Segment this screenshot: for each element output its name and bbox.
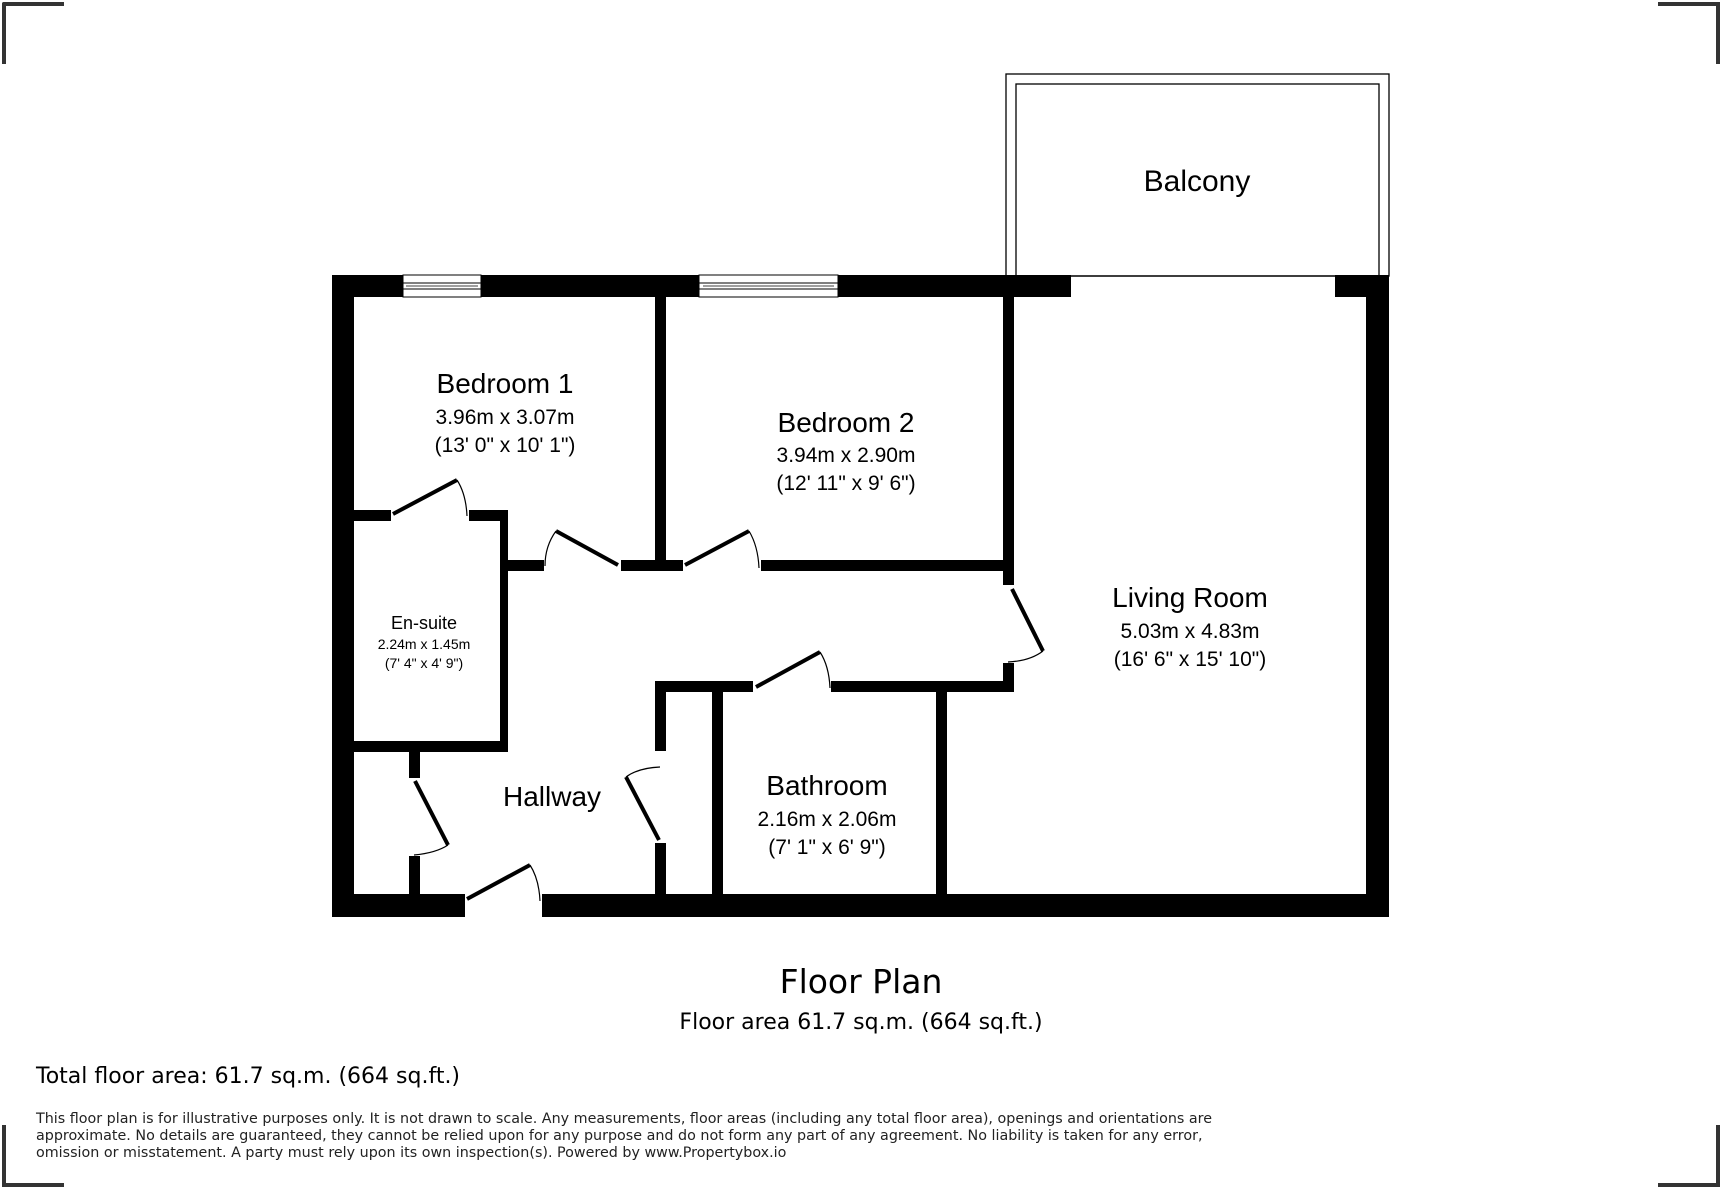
svg-text:(12' 11" x 9' 6"): (12' 11" x 9' 6") <box>776 472 915 495</box>
svg-text:Balcony: Balcony <box>1144 165 1251 198</box>
disclaimer-text: This floor plan is for illustrative purp… <box>36 1111 1213 1161</box>
svg-text:Bathroom: Bathroom <box>766 770 887 801</box>
doors <box>392 478 1045 902</box>
svg-text:(7' 4" x 4' 9"): (7' 4" x 4' 9") <box>385 655 463 671</box>
window-bedroom2 <box>698 274 839 298</box>
room-label-living-room: Living Room 5.03m x 4.83m (16' 6" x 15' … <box>1112 582 1268 671</box>
balcony <box>1005 73 1390 277</box>
svg-text:Hallway: Hallway <box>503 781 601 812</box>
svg-text:Bedroom 1: Bedroom 1 <box>437 368 574 399</box>
svg-text:Living Room: Living Room <box>1112 582 1268 613</box>
plan-floor-area: Floor area 61.7 sq.m. (664 sq.ft.) <box>679 1010 1043 1035</box>
plan-title: Floor Plan <box>779 962 943 1001</box>
crop-mark-bottom-left <box>2 1125 64 1187</box>
svg-text:5.03m x 4.83m: 5.03m x 4.83m <box>1121 620 1260 643</box>
room-label-bathroom: Bathroom 2.16m x 2.06m (7' 1" x 6' 9") <box>758 770 897 859</box>
svg-text:2.24m x 1.45m: 2.24m x 1.45m <box>378 636 471 652</box>
crop-mark-top-left <box>2 2 64 64</box>
svg-text:(16' 6" x 15' 10"): (16' 6" x 15' 10") <box>1114 648 1267 671</box>
svg-text:2.16m x 2.06m: 2.16m x 2.06m <box>758 808 897 831</box>
crop-mark-top-right <box>1658 2 1720 64</box>
walls <box>332 275 1389 917</box>
room-label-bedroom2: Bedroom 2 3.94m x 2.90m (12' 11" x 9' 6"… <box>776 407 915 495</box>
crop-mark-bottom-right <box>1658 1125 1720 1187</box>
svg-text:3.94m x 2.90m: 3.94m x 2.90m <box>777 444 916 467</box>
room-label-ensuite: En-suite 2.24m x 1.45m (7' 4" x 4' 9") <box>378 613 471 671</box>
svg-text:(13' 0" x 10' 1"): (13' 0" x 10' 1") <box>435 434 576 457</box>
room-label-bedroom1: Bedroom 1 3.96m x 3.07m (13' 0" x 10' 1"… <box>435 368 576 457</box>
window-bedroom1 <box>402 274 482 298</box>
svg-text:(7' 1" x 6' 9"): (7' 1" x 6' 9") <box>768 836 885 859</box>
svg-text:3.96m x 3.07m: 3.96m x 3.07m <box>436 406 575 429</box>
total-floor-area: Total floor area: 61.7 sq.m. (664 sq.ft.… <box>36 1064 461 1089</box>
room-label-hallway: Hallway <box>503 781 601 812</box>
room-label-balcony: Balcony <box>1144 165 1251 198</box>
svg-text:Bedroom 2: Bedroom 2 <box>778 407 915 438</box>
svg-text:En-suite: En-suite <box>391 613 457 633</box>
